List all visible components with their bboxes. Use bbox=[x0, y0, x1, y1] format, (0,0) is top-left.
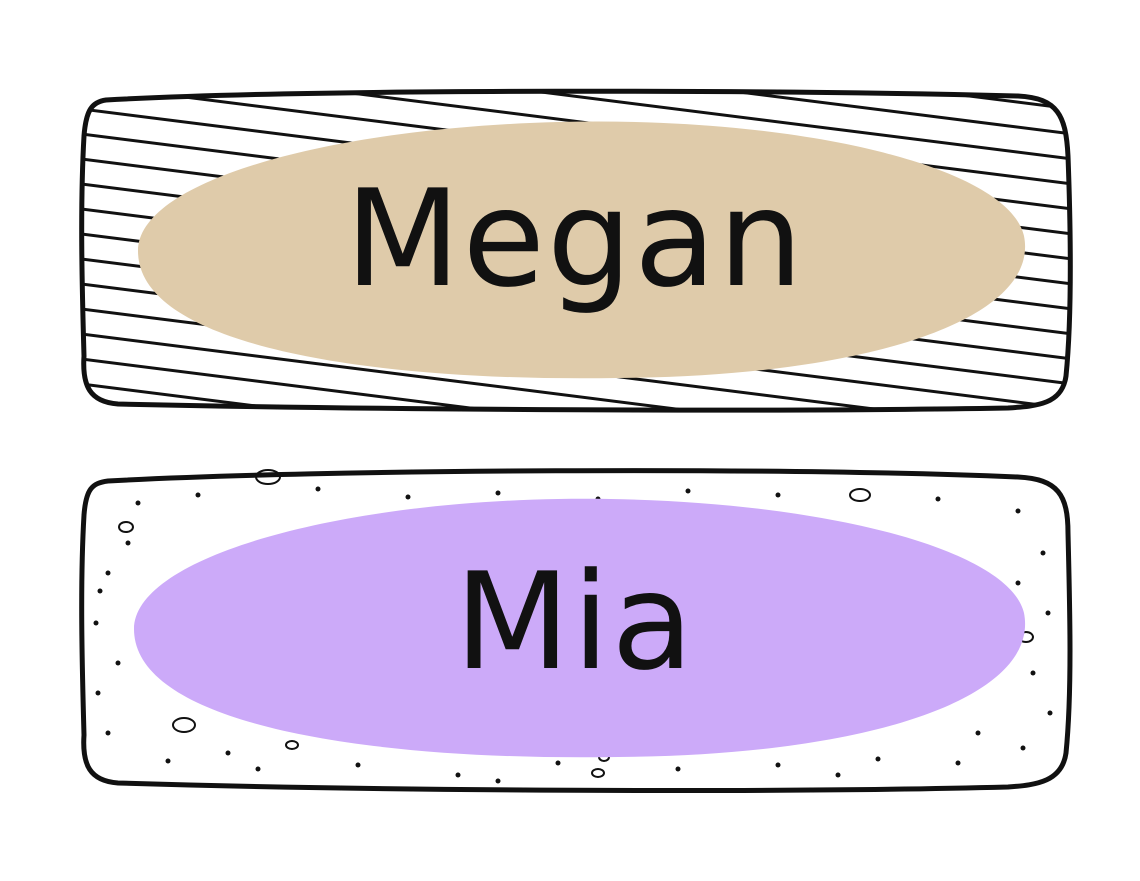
name-tag-mia: Mia bbox=[78, 463, 1073, 795]
dotted-frame bbox=[79, 468, 1073, 793]
tag-name-text: Megan bbox=[344, 161, 806, 317]
striped-frame bbox=[79, 88, 1073, 413]
name-ellipse bbox=[134, 498, 1026, 758]
dot-pattern bbox=[93, 486, 1053, 784]
tag-name-text: Mia bbox=[454, 544, 696, 700]
tag-outline bbox=[79, 88, 1073, 413]
name-ellipse bbox=[138, 121, 1026, 379]
name-tag-megan: Megan bbox=[78, 86, 1073, 416]
